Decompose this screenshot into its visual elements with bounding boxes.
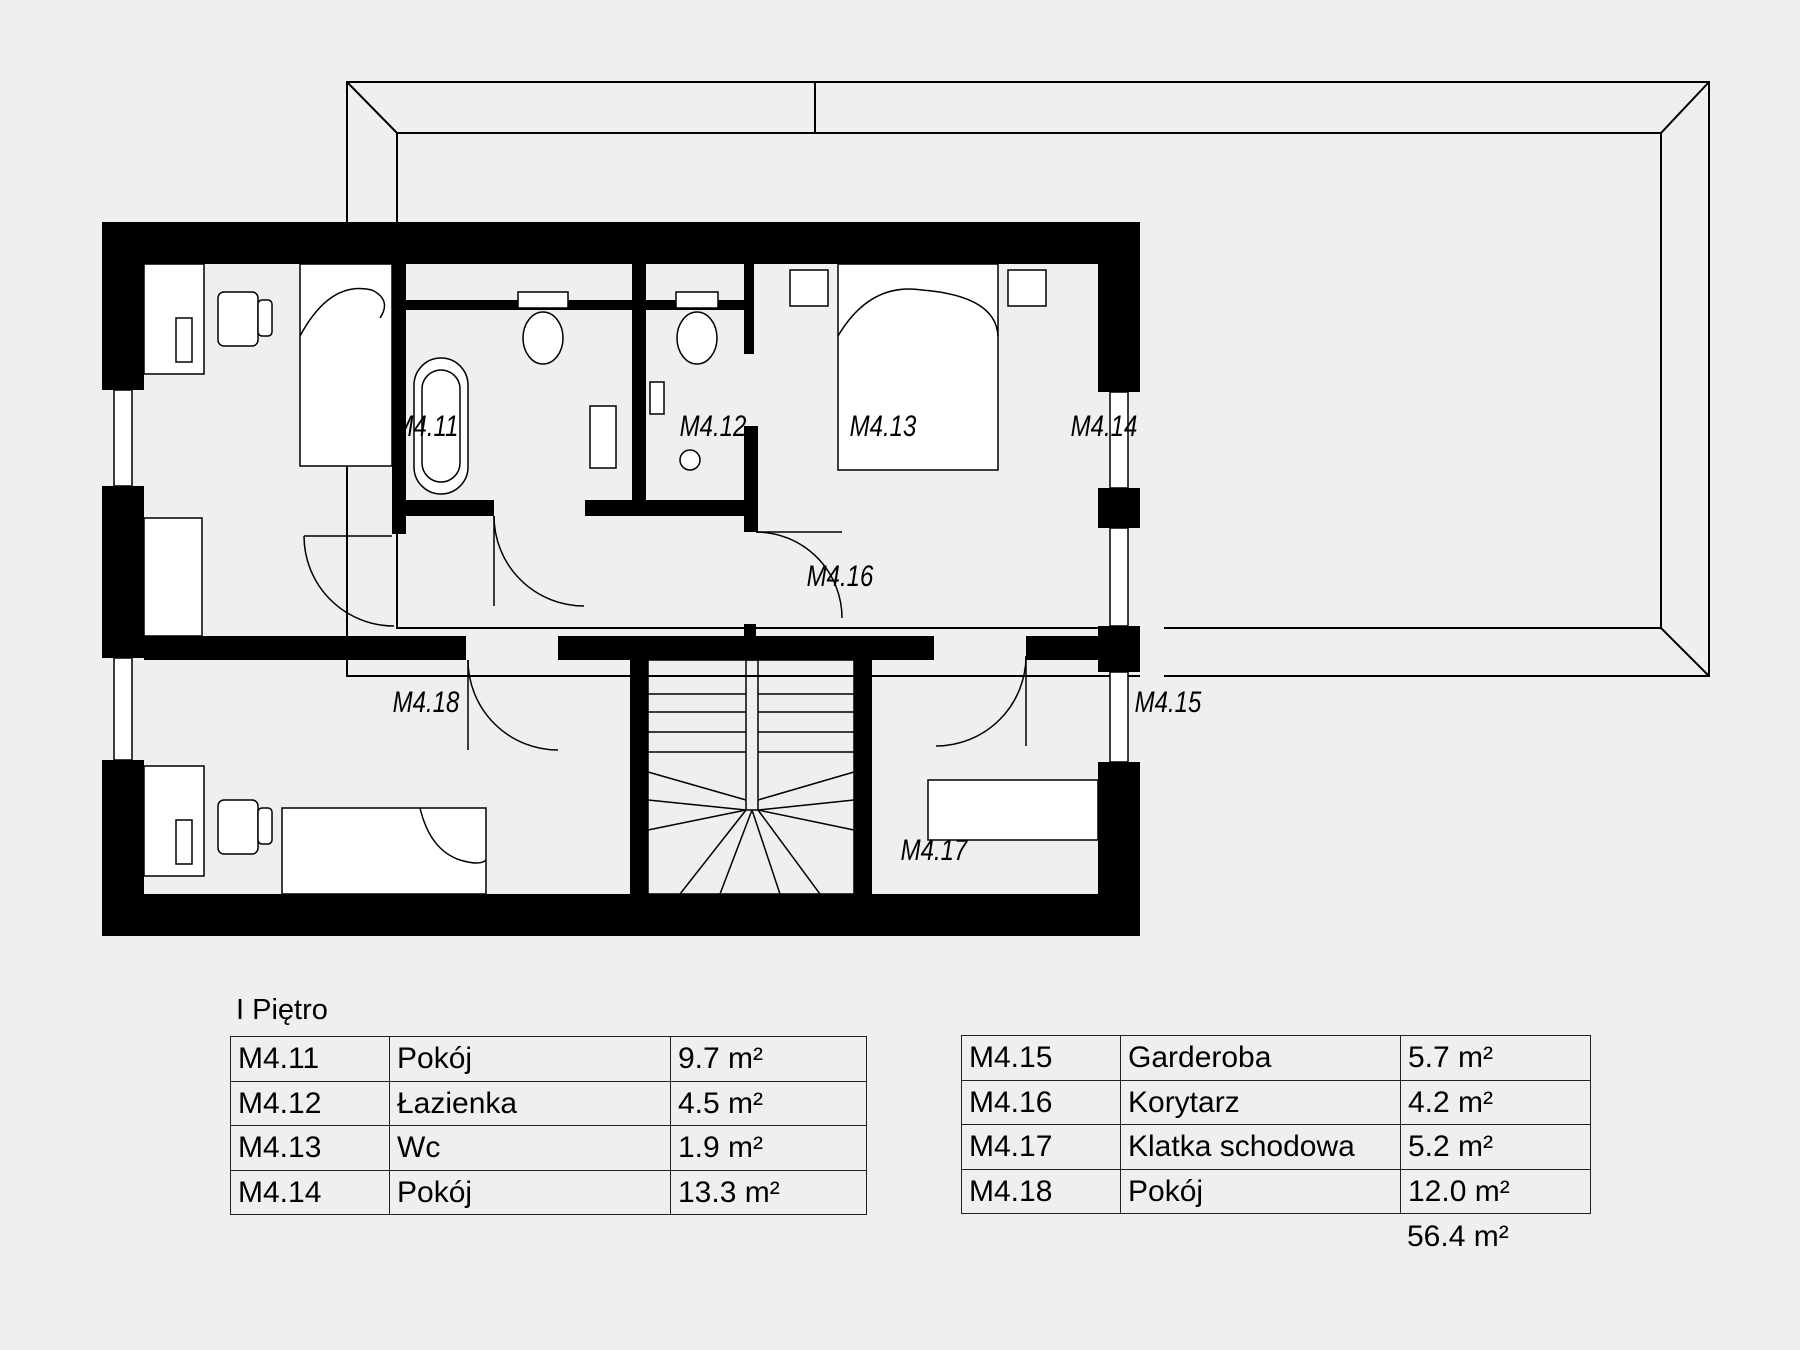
table-row: M4.13 Wc 1.9 m² bbox=[230, 1125, 867, 1171]
windows bbox=[113, 389, 1129, 763]
room-code: M4.17 bbox=[961, 1124, 1121, 1170]
room-area: 1.9 m² bbox=[670, 1125, 867, 1171]
desk bbox=[143, 765, 205, 877]
room-name: Wc bbox=[389, 1125, 671, 1171]
room-area: 4.2 m² bbox=[1400, 1079, 1591, 1125]
toilet bbox=[517, 291, 569, 309]
room-label-m4-18: M4.18 bbox=[393, 684, 460, 718]
table-row: M4.15 Garderoba 5.7 m² bbox=[961, 1035, 1591, 1081]
bed bbox=[299, 263, 393, 467]
room-label-m4-12: M4.12 bbox=[680, 408, 747, 442]
table-row: M4.12 Łazienka 4.5 m² bbox=[230, 1080, 867, 1126]
table-row: M4.11 Pokój 9.7 m² bbox=[230, 1036, 867, 1082]
room-area: 12.0 m² bbox=[1400, 1168, 1591, 1214]
room-code: M4.16 bbox=[961, 1079, 1121, 1125]
floor-title: I Piętro bbox=[236, 994, 328, 1026]
room-name: Pokój bbox=[389, 1169, 671, 1215]
sink bbox=[679, 449, 701, 471]
room-labels: M4.11 M4.12 M4.13 M4.14 M4.15 M4.16 M4.1… bbox=[393, 408, 1202, 866]
room-name: Łazienka bbox=[389, 1080, 671, 1126]
room-label-m4-17: M4.17 bbox=[901, 832, 968, 866]
room-code: M4.13 bbox=[230, 1125, 390, 1171]
room-name: Korytarz bbox=[1120, 1079, 1401, 1125]
wardrobe bbox=[927, 779, 1099, 841]
exterior-walls bbox=[102, 222, 1140, 936]
table-row: M4.17 Klatka schodowa 5.2 m² bbox=[961, 1124, 1591, 1170]
chair bbox=[217, 291, 259, 347]
area-table-left: M4.11 Pokój 9.7 m² M4.12 Łazienka 4.5 m²… bbox=[230, 1036, 867, 1215]
bed bbox=[837, 263, 999, 471]
chair bbox=[217, 799, 259, 855]
table-row: M4.18 Pokój 12.0 m² bbox=[961, 1168, 1591, 1214]
table-row: M4.16 Korytarz 4.2 m² bbox=[961, 1079, 1591, 1125]
room-name: Garderoba bbox=[1120, 1035, 1401, 1081]
room-label-m4-15: M4.15 bbox=[1135, 684, 1202, 718]
table-row: M4.14 Pokój 13.3 m² bbox=[230, 1169, 867, 1215]
room-area: 4.5 m² bbox=[670, 1080, 867, 1126]
room-area: 13.3 m² bbox=[670, 1169, 867, 1215]
staircase bbox=[647, 659, 855, 895]
furniture bbox=[143, 263, 1099, 895]
desk bbox=[143, 263, 205, 375]
room-area: 9.7 m² bbox=[670, 1036, 867, 1082]
room-label-m4-13: M4.13 bbox=[850, 408, 917, 442]
room-name: Pokój bbox=[389, 1036, 671, 1082]
room-label-m4-14: M4.14 bbox=[1071, 408, 1138, 442]
room-code: M4.12 bbox=[230, 1080, 390, 1126]
room-code: M4.15 bbox=[961, 1035, 1121, 1081]
area-table-right: M4.15 Garderoba 5.7 m² M4.16 Korytarz 4.… bbox=[961, 1035, 1591, 1214]
room-label-m4-16: M4.16 bbox=[807, 558, 874, 592]
room-code: M4.18 bbox=[961, 1168, 1121, 1214]
room-name: Pokój bbox=[1120, 1168, 1401, 1214]
bed bbox=[281, 807, 487, 895]
room-code: M4.11 bbox=[230, 1036, 390, 1082]
room-code: M4.14 bbox=[230, 1169, 390, 1215]
room-area: 5.2 m² bbox=[1400, 1124, 1591, 1170]
roof-outline bbox=[346, 81, 1710, 677]
room-label-m4-11: M4.11 bbox=[394, 408, 459, 442]
total-area: 56.4 m² bbox=[1407, 1220, 1509, 1253]
room-name: Klatka schodowa bbox=[1120, 1124, 1401, 1170]
doors bbox=[303, 515, 1027, 751]
room-area: 5.7 m² bbox=[1400, 1035, 1591, 1081]
